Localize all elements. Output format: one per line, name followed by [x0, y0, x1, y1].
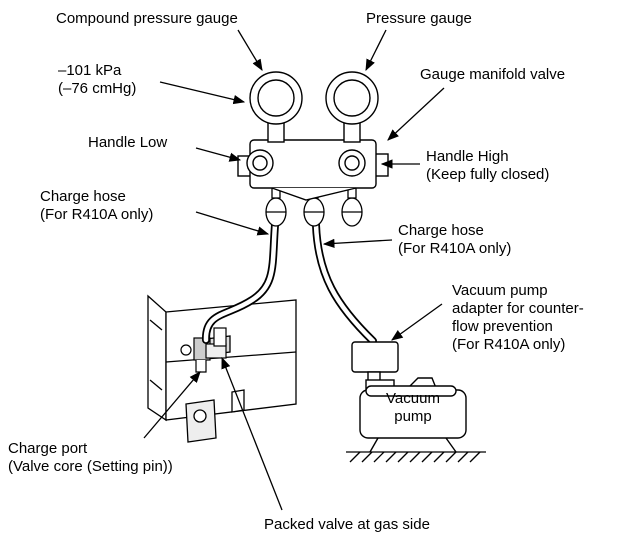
leader-arrows	[143, 29, 445, 511]
pressure-gauge	[325, 71, 379, 143]
label-charge-port: Charge port (Valve core (Setting pin))	[8, 440, 173, 475]
vacuum-pump-adapter	[351, 341, 399, 383]
arrow-packed-valve	[221, 356, 283, 511]
arrow-vacuum-adapter	[391, 303, 443, 341]
label-handle-high: Handle High (Keep fully closed)	[426, 148, 550, 183]
label-gauge-manifold-valve: Gauge manifold valve	[420, 66, 566, 83]
label-vacuum-pump-adapter: Vacuum pump adapter for counter- flow pr…	[452, 282, 584, 353]
arrow-handle-low	[195, 147, 242, 162]
arrow-compound-gauge	[237, 29, 263, 72]
ground	[346, 451, 486, 463]
hose-fittings	[265, 185, 363, 227]
compound-gauge	[249, 71, 303, 143]
gauge-manifold	[237, 139, 389, 201]
label-charge-hose-right: Charge hose (For R410A only)	[398, 222, 512, 257]
vacuum-pump	[359, 377, 467, 453]
arrow-charge-port	[143, 371, 201, 439]
charge-hose-right	[312, 221, 377, 345]
label-vacuum-pump: Vacuum pump	[386, 390, 440, 425]
arrow-gauge-manifold-valve	[387, 87, 445, 141]
label-handle-low: Handle Low	[88, 134, 168, 151]
charge-hose-left	[201, 221, 279, 344]
label-packed-valve: Packed valve at gas side	[264, 516, 430, 533]
arrow-charge-hose-left	[195, 211, 270, 236]
label-vacuum-reading: –101 kPa (–76 cmHg)	[58, 62, 137, 97]
arrow-vacuum-reading	[159, 81, 246, 105]
label-charge-hose-left: Charge hose (For R410A only)	[40, 188, 154, 223]
arrow-pressure-gauge	[365, 29, 387, 72]
outdoor-unit	[147, 294, 297, 443]
label-pressure-gauge: Pressure gauge	[366, 10, 472, 27]
arrow-charge-hose-right	[322, 238, 393, 249]
label-compound-pressure-gauge: Compound pressure gauge	[56, 10, 238, 27]
